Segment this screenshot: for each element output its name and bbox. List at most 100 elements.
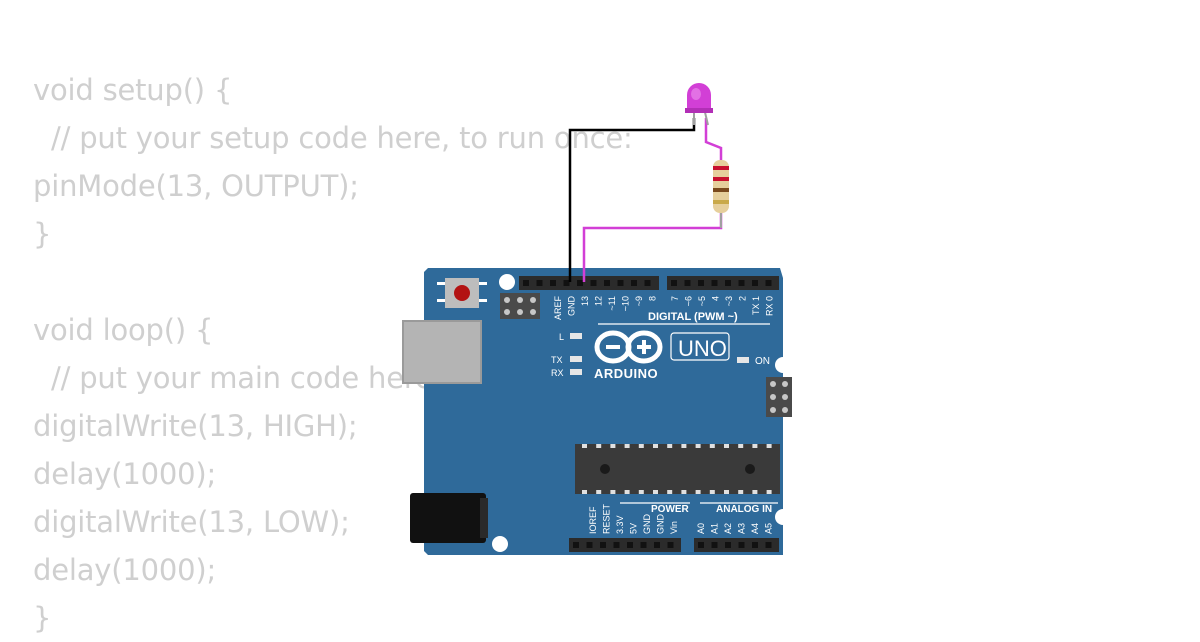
pin-label: ~11 xyxy=(607,296,617,311)
arduino-logo-icon xyxy=(594,330,663,364)
chip-pin xyxy=(681,444,687,448)
chip-pin xyxy=(681,490,687,494)
header-pin-hole[interactable] xyxy=(738,280,745,286)
reset-button[interactable] xyxy=(437,278,487,308)
digital-header-right[interactable] xyxy=(667,276,779,290)
on-led: ON xyxy=(737,356,770,367)
chip-pin xyxy=(582,490,587,494)
pin-label: A1 xyxy=(710,523,720,534)
code-line: } xyxy=(33,601,52,635)
chip-pin xyxy=(738,490,744,494)
pin-label: 7 xyxy=(670,296,680,301)
code-editor[interactable]: void setup() { // put your setup code he… xyxy=(33,66,733,642)
pin-label: A2 xyxy=(723,523,733,534)
brand-label: ARDUINO xyxy=(594,366,658,381)
header-pin-hole[interactable] xyxy=(752,280,758,286)
chip-pin xyxy=(738,444,744,448)
header-pin-hole[interactable] xyxy=(600,542,606,548)
chip-pin xyxy=(695,444,701,448)
header-pin-hole[interactable] xyxy=(523,280,529,286)
digital-header-left[interactable] xyxy=(519,276,659,290)
chip-pin xyxy=(724,444,729,448)
header-pin-hole[interactable] xyxy=(627,542,633,548)
chip-pin xyxy=(724,490,729,494)
pin-label: 12 xyxy=(594,296,604,306)
model-badge xyxy=(670,332,730,361)
header-pin-hole[interactable] xyxy=(586,542,593,548)
header-pin-hole[interactable] xyxy=(671,280,677,286)
header-pin-hole[interactable] xyxy=(738,542,745,548)
chip-pin xyxy=(596,444,602,448)
header-pin-hole[interactable] xyxy=(725,542,731,548)
header-pin-hole[interactable] xyxy=(631,280,637,286)
mounting-hole xyxy=(492,536,508,552)
header-pin-hole[interactable] xyxy=(536,280,543,286)
pin-label: GND xyxy=(567,296,577,317)
tx-led-label: TX xyxy=(551,355,563,365)
pin-label: AREF xyxy=(553,296,563,321)
header-pin-hole[interactable] xyxy=(684,280,691,286)
header-pin-hole[interactable] xyxy=(711,542,718,548)
power-jack xyxy=(410,493,488,543)
icsp-header xyxy=(500,293,540,319)
header-pin-hole[interactable] xyxy=(654,542,660,548)
resistor[interactable] xyxy=(713,152,729,228)
code-line: digitalWrite(13, LOW); xyxy=(33,505,350,539)
led-to-resistor-wire[interactable] xyxy=(704,118,723,160)
pin-label: IOREF xyxy=(588,506,598,534)
code-line: delay(1000); xyxy=(33,553,217,587)
header-pin-hole[interactable] xyxy=(725,280,731,286)
header-pin-hole[interactable] xyxy=(644,280,651,286)
analog-header[interactable] xyxy=(694,538,779,552)
chip-pin xyxy=(752,444,758,448)
header-pin-hole[interactable] xyxy=(640,542,647,548)
pin-label: 3.3V xyxy=(615,515,625,534)
chip-pin xyxy=(582,444,587,448)
chip-pin xyxy=(766,444,772,448)
pin-label: ~5 xyxy=(697,296,707,306)
icsp-header xyxy=(766,377,792,417)
mounting-hole xyxy=(775,509,791,525)
chip-pin xyxy=(653,490,658,494)
header-pin-hole[interactable] xyxy=(698,542,704,548)
led-component[interactable] xyxy=(685,83,713,126)
pin-label: ~3 xyxy=(724,296,734,306)
header-pin-hole[interactable] xyxy=(550,280,556,286)
pin-label: RX 0 xyxy=(765,296,775,316)
pin-label: A3 xyxy=(737,523,747,534)
pin-label: 4 xyxy=(711,296,721,301)
chip-pin xyxy=(638,444,644,448)
code-line: // put your setup code here, to run once… xyxy=(33,121,633,155)
header-pin-hole[interactable] xyxy=(613,542,620,548)
tx-led: TX xyxy=(551,355,582,365)
analog-header-label: ANALOG IN xyxy=(716,504,772,515)
pin-label: ~10 xyxy=(621,296,631,311)
header-pin-hole[interactable] xyxy=(577,280,583,286)
pin-label: 13 xyxy=(580,296,590,306)
gnd-wire[interactable] xyxy=(568,118,696,282)
mounting-hole xyxy=(775,357,791,373)
header-pin-hole[interactable] xyxy=(765,542,772,548)
header-pin-hole[interactable] xyxy=(698,280,704,286)
pin-label: ~9 xyxy=(634,296,644,306)
chip-pin xyxy=(752,490,758,494)
chip-pin xyxy=(610,444,616,448)
header-pin-hole[interactable] xyxy=(590,280,597,286)
header-pin-hole[interactable] xyxy=(617,280,624,286)
header-pin-hole[interactable] xyxy=(752,542,758,548)
pin-label: A4 xyxy=(750,523,760,534)
header-pin-hole[interactable] xyxy=(711,280,718,286)
header-pin-hole[interactable] xyxy=(563,280,570,286)
header-pin-hole[interactable] xyxy=(765,280,772,286)
chip-pin xyxy=(709,444,715,448)
power-header[interactable] xyxy=(569,538,681,552)
atmega-chip xyxy=(575,444,780,494)
rx-led-label: RX xyxy=(551,368,564,378)
header-pin-hole[interactable] xyxy=(604,280,610,286)
header-pin-hole[interactable] xyxy=(667,542,674,548)
l-led: L xyxy=(559,332,582,342)
header-pin-hole[interactable] xyxy=(573,542,579,548)
